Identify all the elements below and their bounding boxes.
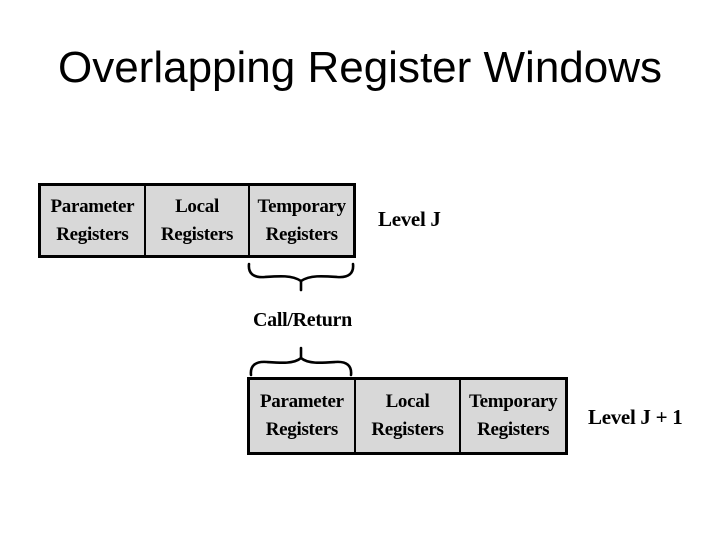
cell-label-line: Temporary (468, 391, 558, 412)
cell-label-line: Parameter (259, 391, 344, 412)
cell-label-line: Local (385, 391, 430, 412)
register-window-level-j-plus-1: Parameter Registers Local Registers Temp… (247, 377, 568, 455)
cell-temporary-registers: Temporary Registers (459, 380, 565, 452)
cell-label-line: Registers (160, 223, 234, 245)
brace-down-icon (246, 261, 356, 298)
level-j-plus-1-label: Level J + 1 (588, 405, 683, 429)
cell-label-line: Registers (265, 223, 339, 245)
cell-label-line: Local (175, 195, 219, 217)
cell-parameter-registers: Parameter Registers (41, 186, 144, 255)
level-j-label: Level J (378, 207, 441, 231)
cell-label-line: Temporary (257, 195, 346, 217)
cell-temporary-registers: Temporary Registers (248, 186, 353, 255)
cell-label-line: Parameter (50, 195, 135, 217)
cell-label-line: Registers (477, 419, 550, 440)
cell-local-registers: Local Registers (353, 380, 460, 452)
cell-label-line: Registers (371, 419, 444, 440)
slide-title: Overlapping Register Windows (57, 43, 663, 92)
call-return-label: Call/Return (253, 309, 352, 331)
cell-label-line: Registers (56, 223, 129, 245)
brace-up-icon (248, 344, 354, 383)
cell-local-registers: Local Registers (143, 186, 249, 255)
cell-label-line: Registers (265, 419, 339, 440)
register-window-level-j: Parameter Registers Local Registers Temp… (38, 183, 356, 258)
cell-parameter-registers: Parameter Registers (250, 380, 354, 452)
